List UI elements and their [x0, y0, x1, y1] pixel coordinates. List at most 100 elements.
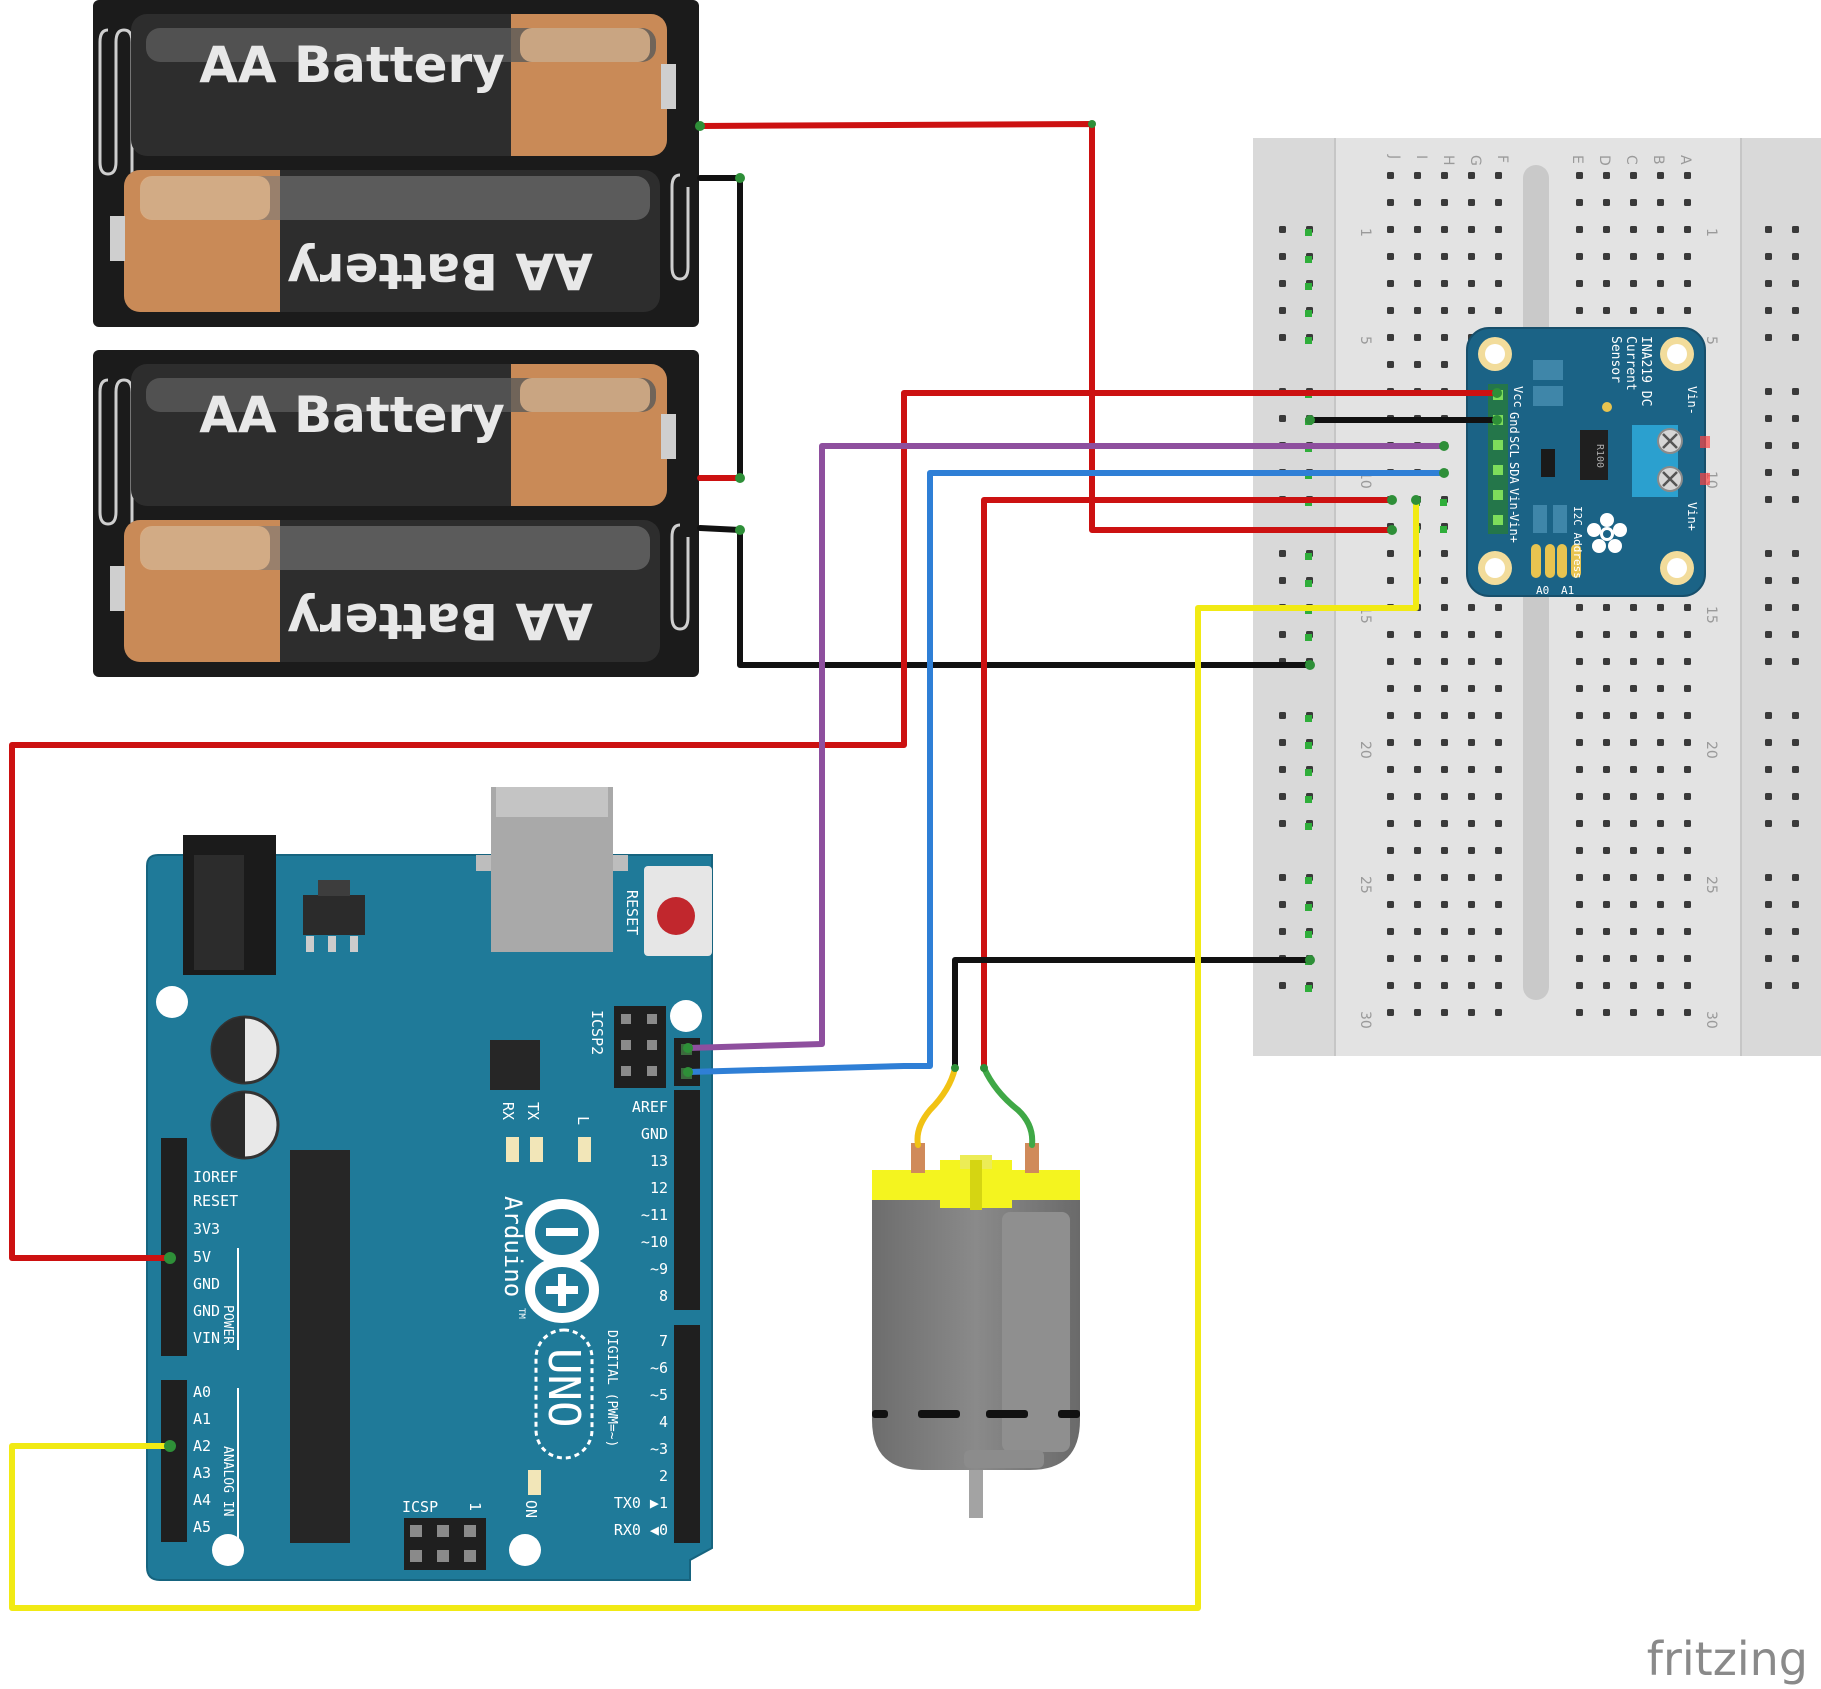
row-number-25-right: 25: [1703, 876, 1719, 894]
adafruit-flower-icon: [1587, 513, 1627, 553]
address-pad-a1[interactable]: [1557, 544, 1567, 578]
power-header: [161, 1138, 187, 1356]
column-label-j: J: [1386, 154, 1402, 159]
row-number-5: 5: [1357, 336, 1373, 345]
battery-holder-top: AA Battery AA Battery: [93, 0, 699, 327]
terminal-label-vin-plus: Vin+: [1685, 502, 1699, 531]
via-dot: [1602, 402, 1612, 412]
pin-label-5v: 5V: [193, 1248, 211, 1266]
pin-label-12: 12: [650, 1179, 668, 1197]
pin-label-a0: A0: [193, 1383, 211, 1401]
icsp2-label: ICSP2: [588, 1010, 606, 1055]
wire-battery-plus-red: [697, 121, 1395, 533]
uno-badge: [534, 1328, 594, 1460]
row-number-30-right: 30: [1703, 1011, 1719, 1029]
motor-terminal: [1025, 1143, 1039, 1173]
pin-label-3v3: 3V3: [193, 1220, 220, 1238]
pin-label-4: 4: [659, 1413, 668, 1431]
l-led: [578, 1137, 591, 1162]
sensor-pin-sda: SDA: [1507, 462, 1521, 484]
aa-battery-cell: AA Battery: [131, 14, 676, 156]
digital-header-lower: [674, 1325, 700, 1543]
rx-led: [506, 1137, 519, 1162]
usb-chip: [490, 1040, 540, 1090]
wire-motor-gnd-black: [952, 957, 1313, 1071]
battery-label: AA Battery: [199, 36, 505, 94]
digital-header-upper: [674, 1090, 700, 1310]
pin-label-ioref: IOREF: [193, 1168, 238, 1186]
battery-label: AA Battery: [199, 386, 505, 444]
mount-hole: [509, 1534, 541, 1566]
sensor-title-line2: Current: [1623, 336, 1638, 391]
battery-holder-bottom: AA Battery AA Battery: [93, 350, 699, 677]
pin-label-gnd-digital: GND: [641, 1125, 668, 1143]
icsp-header: [404, 1518, 486, 1570]
wires: [9, 120, 1502, 1611]
row-number-30: 30: [1357, 1011, 1373, 1029]
tx-led: [530, 1137, 543, 1162]
wire-connector-dots: [164, 120, 1502, 1452]
wire-scl-purple: [685, 443, 1447, 1051]
power-rail-right: [1753, 219, 1807, 1002]
pin-label-a4: A4: [193, 1491, 211, 1509]
smd-chip: [1541, 449, 1555, 477]
column-label-i: I: [1413, 155, 1429, 159]
sensor-pin-vcc: Vcc: [1511, 386, 1525, 408]
pin-label-9: ~9: [650, 1260, 668, 1278]
motor-vent-slots: [872, 1410, 1080, 1418]
row-number-20: 20: [1357, 741, 1373, 759]
row-number-20-right: 20: [1703, 741, 1719, 759]
terminal-label-vin-minus: Vin-: [1685, 386, 1699, 415]
arduino-infinity-logo: [525, 1199, 599, 1323]
arduino-logo-text: Arduino: [499, 1196, 527, 1297]
screw-terminal[interactable]: [1632, 425, 1710, 497]
pin-label-gnd-2: GND: [193, 1302, 220, 1320]
sensor-pin-labels: Vcc Gnd SCL SDA Vin- Vin+: [1507, 386, 1525, 543]
sensor-title-line1: INA219 DC: [1638, 336, 1653, 406]
fritzing-watermark: fritzing: [1647, 1632, 1808, 1686]
column-label-h: H: [1440, 155, 1456, 166]
power-pin-labels: IOREF RESET 3V3 5V GND GND VIN: [193, 1168, 238, 1347]
rx-label: RX: [499, 1102, 517, 1120]
sensor-pin-vin-plus: Vin+: [1507, 514, 1521, 543]
pin-label-reset: RESET: [193, 1192, 238, 1210]
sensor-pin-vin-minus: Vin-: [1507, 488, 1521, 517]
aa-battery-cell: AA Battery: [110, 170, 660, 312]
pin-label-6: ~6: [650, 1359, 668, 1377]
shunt-resistor-label: R100: [1594, 444, 1605, 468]
column-label-d: D: [1596, 155, 1612, 166]
smd-component: [1533, 360, 1563, 380]
pin-label-a5: A5: [193, 1518, 211, 1536]
motor-terminal: [911, 1143, 925, 1173]
power-rail-left: [1268, 219, 1322, 1002]
pin-label-2: 2: [659, 1467, 668, 1485]
dc-motor[interactable]: [872, 1143, 1080, 1518]
smd-component: [1533, 505, 1547, 533]
wire-5v-vcc-red: [9, 390, 1500, 1261]
row-number-5-right: 5: [1703, 336, 1719, 345]
mount-hole: [156, 986, 188, 1018]
wire-sda-blue: [685, 470, 1447, 1075]
row-number-1: 1: [1357, 228, 1373, 237]
smd-component: [1533, 386, 1563, 406]
on-led: [528, 1470, 541, 1495]
digital-group-label: DIGITAL (PWM=~): [604, 1330, 619, 1447]
pin-label-a3: A3: [193, 1464, 211, 1482]
motor-shaft: [969, 1470, 983, 1518]
battery-label: AA Battery: [287, 592, 593, 650]
breadboard-holes-left: [1377, 166, 1512, 1030]
wire-motor-vin-red: [981, 497, 1395, 1071]
icsp2-header: [614, 1006, 666, 1088]
pin-label-aref: AREF: [632, 1098, 668, 1116]
address-pad-a0[interactable]: [1531, 544, 1541, 578]
pin-label-7: 7: [659, 1332, 668, 1350]
column-label-f: F: [1494, 155, 1510, 163]
reset-button[interactable]: [644, 866, 712, 956]
l-label: L: [574, 1116, 592, 1125]
aa-battery-cell: AA Battery: [131, 364, 676, 506]
pin-label-10: ~10: [641, 1233, 668, 1251]
ina219-current-sensor[interactable]: Vcc Gnd SCL SDA Vin- Vin+ R100 INA219 DC…: [1466, 327, 1710, 597]
sensor-title: INA219 DC Current Sensor: [1608, 336, 1653, 406]
wire-battery-link-black: [697, 175, 743, 481]
